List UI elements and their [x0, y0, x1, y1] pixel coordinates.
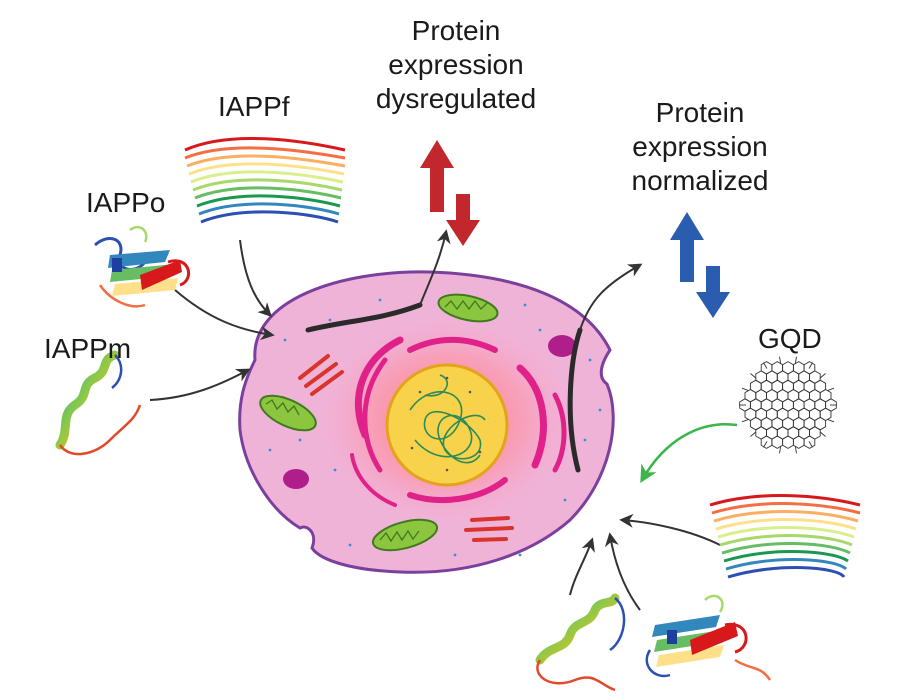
arrow-normalized	[579, 263, 643, 331]
arrow-mono-bottom	[569, 537, 595, 596]
mitochondrion-1	[437, 293, 499, 323]
normalized-text: Protein expression normalized	[632, 97, 769, 196]
mitochondrion-2	[259, 394, 317, 432]
golgi-bottom	[464, 516, 514, 542]
golgi-left	[298, 354, 344, 396]
dysregulated-line1: Protein	[412, 15, 501, 46]
normalized-line3: normalized	[632, 165, 769, 196]
cell-pathway-arrow-left	[305, 302, 423, 333]
gqd-structure	[739, 356, 837, 454]
arrow-iappo	[174, 289, 275, 341]
dysregulated-updown-arrows	[420, 140, 480, 246]
input-arrows	[149, 229, 721, 611]
normalized-updown-arrows	[670, 212, 730, 318]
gqd-edge-bond	[794, 446, 797, 454]
gqd-edge-bond	[827, 418, 835, 423]
nuclear-pores	[410, 376, 482, 472]
normalized-line2: expression	[632, 131, 767, 162]
arrow-iappm	[149, 368, 251, 401]
cytoplasm-dots	[268, 298, 602, 557]
gqd-edge-bond	[819, 431, 826, 437]
dysregulated-line2: expression	[388, 49, 523, 80]
iappo-oligomer-structure	[94, 225, 190, 308]
gqd-edge-bond	[763, 441, 768, 448]
gqd-hexagon	[782, 435, 794, 449]
label-iappo: IAPPo	[86, 187, 165, 218]
iappm-monomer-structure	[55, 350, 142, 456]
endoplasmic-reticulum	[350, 336, 567, 507]
iappf-fibril-bottom-structure	[709, 494, 861, 579]
dysregulated-line3: dysregulated	[376, 83, 536, 114]
label-iappf: IAPPf	[218, 91, 290, 122]
gqd-edge-bond	[750, 373, 757, 379]
vesicle-1	[548, 335, 576, 357]
vesicle-2	[283, 469, 309, 489]
normalized-line1: Protein	[656, 97, 745, 128]
gqd-edge-bond	[808, 362, 813, 369]
arrow-gqd	[640, 423, 738, 484]
gqd-hexagon	[803, 435, 816, 449]
iappm-monomer-bottom-structure	[535, 593, 626, 692]
dysregulated-text: Protein expression dysregulated	[376, 15, 536, 114]
gqd-edge-bond	[741, 418, 749, 423]
arrow-dysregulated	[419, 229, 451, 306]
gqd-edge-bond	[827, 387, 835, 392]
gqd-edge-bond	[808, 441, 813, 448]
chromatin	[409, 374, 486, 464]
mitochondrion-3	[371, 518, 439, 552]
label-gqd: GQD	[758, 323, 822, 354]
arrow-oligo-bottom	[604, 532, 641, 611]
gqd-edge-bond	[819, 373, 826, 379]
gqd-edge-bond	[750, 431, 757, 437]
label-iappm: IAPPm	[44, 333, 131, 364]
arrow-fibril-bottom	[619, 513, 721, 546]
gqd-edge-bond	[779, 356, 782, 364]
iappf-fibril-structure	[184, 137, 346, 224]
cell	[238, 270, 615, 574]
gqd-edge-bond	[763, 362, 768, 369]
nucleus	[385, 363, 509, 487]
gqd-edge-bond	[794, 356, 797, 364]
gqd-edge-bond	[741, 387, 749, 392]
gqd-edge-bond	[779, 446, 782, 454]
iappo-oligomer-bottom-structure	[645, 594, 772, 681]
cell-pathway-arrow-right	[567, 327, 583, 473]
arrow-iappf	[239, 239, 272, 317]
